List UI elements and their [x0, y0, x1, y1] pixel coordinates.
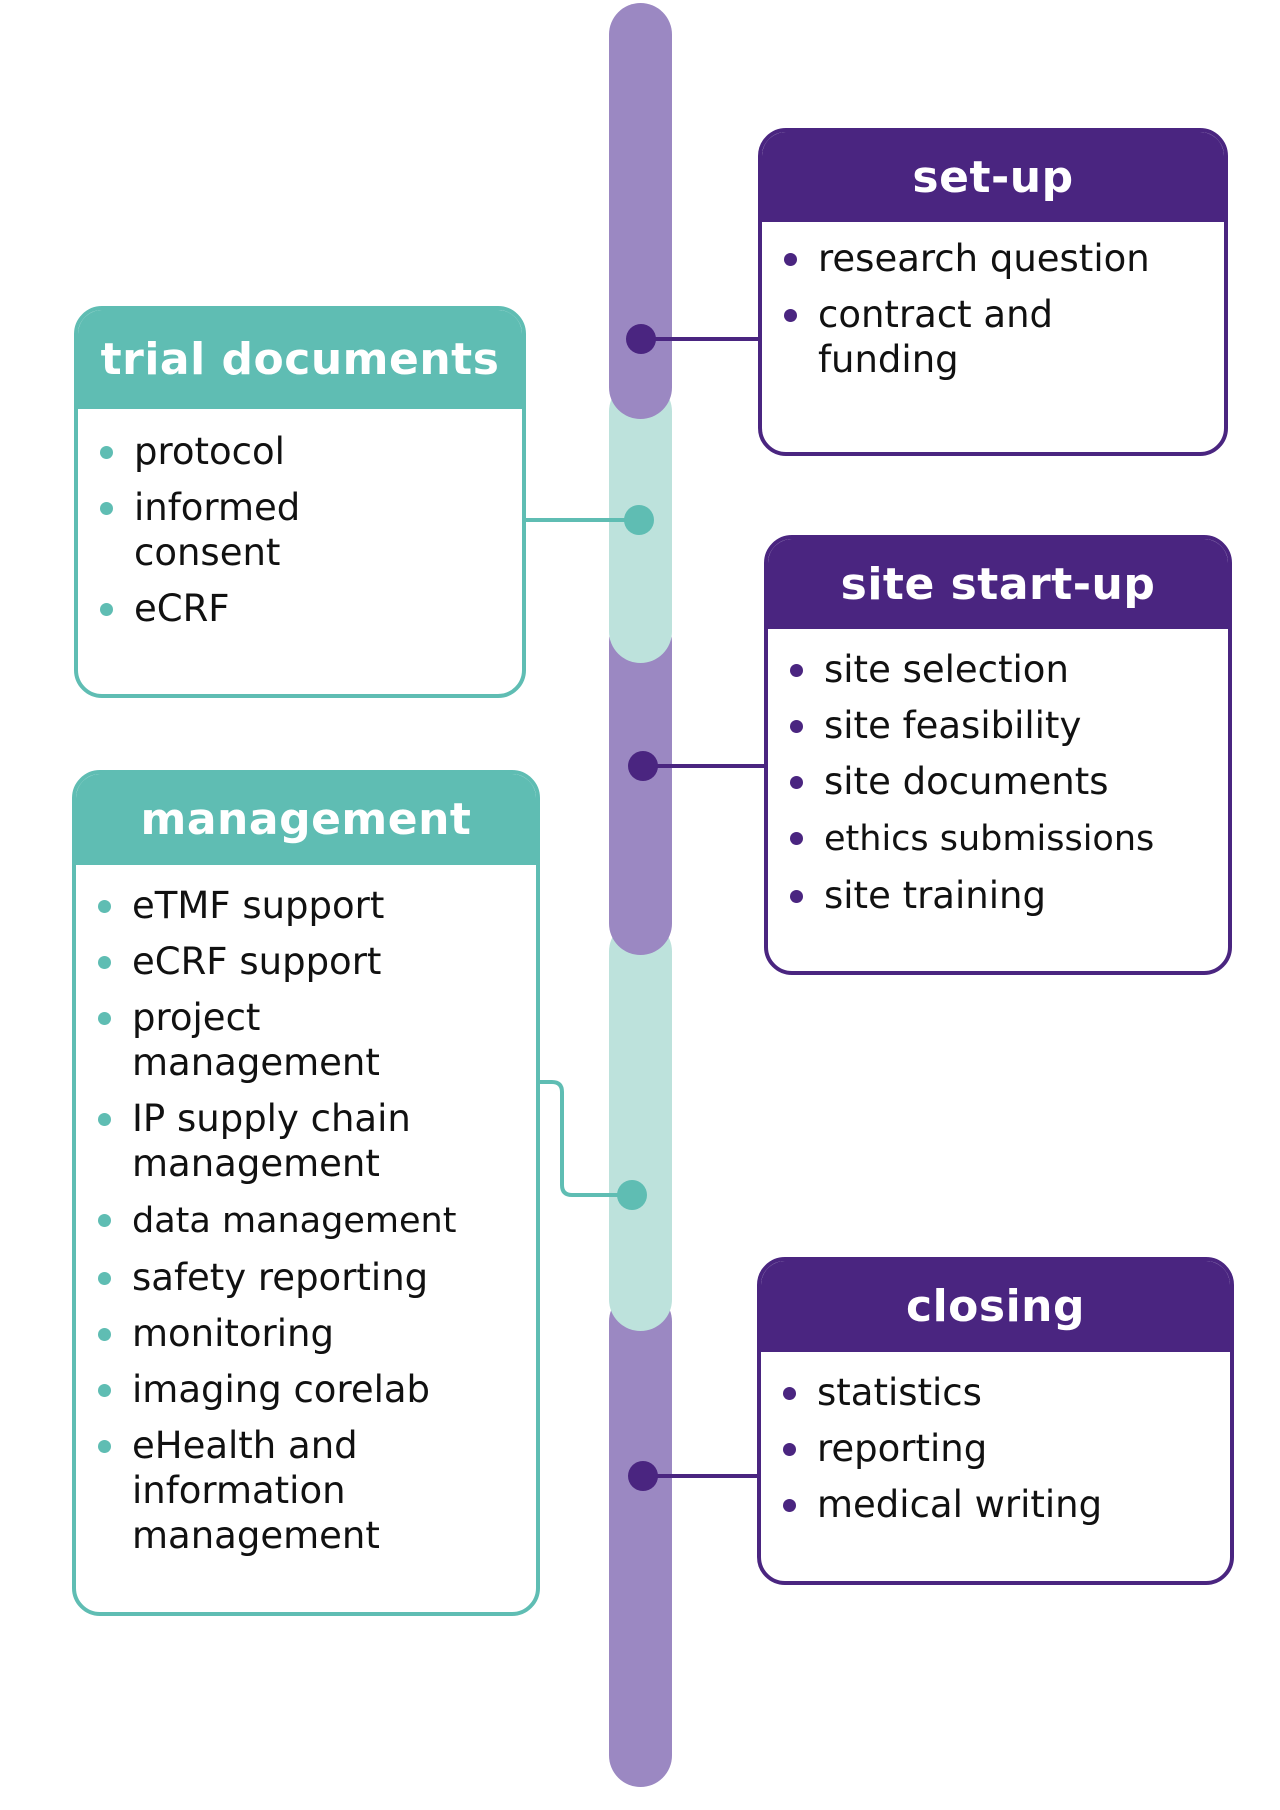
bullet-icon [98, 1440, 111, 1453]
list-item-text: safety reporting [132, 1256, 429, 1299]
bullet-icon [100, 446, 113, 459]
bullet-icon [790, 664, 803, 677]
bullet-icon [790, 832, 803, 845]
timeline-node-trial-documents [624, 505, 654, 535]
bullet-icon [98, 956, 111, 969]
bullet-icon [100, 603, 113, 616]
card-site-startup-title: site start-up [768, 539, 1228, 629]
card-trial-documents: trial documents protocol informed consen… [74, 306, 526, 698]
list-item-text: site feasibility [824, 704, 1082, 747]
list-item-text: reporting [817, 1427, 988, 1470]
bullet-icon [783, 1387, 796, 1400]
list-item: contract and funding [762, 292, 1224, 382]
list-item-text: ethics submissions [824, 819, 1155, 859]
connector-site-startup [643, 764, 767, 768]
connector-closing [643, 1474, 761, 1478]
list-item: reporting [761, 1426, 1230, 1471]
bullet-icon [98, 1272, 111, 1285]
list-item: imaging corelab [76, 1367, 536, 1412]
connector-management [536, 1080, 630, 1197]
list-item-text: informed consent [134, 486, 301, 574]
list-item: site documents [768, 759, 1228, 804]
list-item-text: site training [824, 874, 1046, 917]
bullet-icon [98, 1113, 111, 1126]
list-item-text: eHealth and information management [132, 1424, 380, 1557]
list-item: statistics [761, 1370, 1230, 1415]
card-site-startup-list: site selection site feasibility site doc… [768, 629, 1228, 918]
card-site-startup: site start-up site selection site feasib… [764, 535, 1232, 975]
bullet-icon [98, 1328, 111, 1341]
card-management-title: management [76, 774, 536, 865]
list-item-text: statistics [817, 1371, 982, 1414]
list-item-text: research question [818, 237, 1150, 280]
card-trial-documents-list: protocol informed consent eCRF [78, 409, 522, 631]
timeline-node-management [617, 1180, 647, 1210]
list-item-text: site documents [824, 760, 1109, 803]
list-item-text: data management [132, 1201, 457, 1241]
list-item-text: project management [132, 996, 380, 1084]
timeline-segment-management [609, 920, 672, 1331]
list-item: eTMF support [76, 883, 536, 928]
list-item-text: eCRF support [132, 940, 382, 983]
bullet-icon [98, 900, 111, 913]
card-closing-title: closing [761, 1261, 1230, 1352]
card-trial-documents-title: trial documents [78, 310, 522, 409]
connector-management-path [536, 1080, 630, 1197]
list-item: site training [768, 873, 1228, 918]
card-closing-list: statistics reporting medical writing [761, 1352, 1230, 1527]
list-item-text: imaging corelab [132, 1368, 431, 1411]
bullet-icon [790, 776, 803, 789]
list-item: informed consent [78, 485, 522, 575]
timeline-node-setup [626, 324, 656, 354]
bullet-icon [784, 309, 797, 322]
list-item-text: contract and funding [818, 293, 1054, 381]
list-item-text: site selection [824, 648, 1069, 691]
list-item: eCRF [78, 586, 522, 631]
bullet-icon [100, 502, 113, 515]
list-item-text: medical writing [817, 1483, 1103, 1526]
list-item: IP supply chain management [76, 1096, 536, 1186]
card-setup-title: set-up [762, 132, 1224, 222]
list-item: research question [762, 236, 1224, 281]
list-item: safety reporting [76, 1255, 536, 1300]
bullet-icon [98, 1214, 111, 1227]
list-item: medical writing [761, 1482, 1230, 1527]
card-management: management eTMF support eCRF support pro… [72, 770, 540, 1616]
list-item-text: monitoring [132, 1312, 334, 1355]
bullet-icon [784, 253, 797, 266]
bullet-icon [790, 720, 803, 733]
timeline-segment-site-startup [609, 610, 672, 955]
bullet-icon [98, 1012, 111, 1025]
list-item: project management [76, 995, 536, 1085]
bullet-icon [790, 890, 803, 903]
list-item: site selection [768, 647, 1228, 692]
timeline-segment-setup [609, 3, 672, 419]
connector-setup [641, 337, 761, 341]
list-item: data management [76, 1197, 536, 1244]
list-item-text: protocol [134, 430, 285, 473]
card-closing: closing statistics reporting medical wri… [757, 1257, 1234, 1585]
list-item-text: IP supply chain management [132, 1097, 411, 1185]
timeline-node-site-startup [628, 751, 658, 781]
bullet-icon [783, 1499, 796, 1512]
list-item-text: eCRF [134, 587, 230, 630]
list-item: ethics submissions [768, 815, 1228, 862]
list-item-text: eTMF support [132, 884, 385, 927]
list-item: protocol [78, 429, 522, 474]
card-setup: set-up research question contract and fu… [758, 128, 1228, 456]
list-item: eCRF support [76, 939, 536, 984]
list-item: site feasibility [768, 703, 1228, 748]
timeline-node-closing [628, 1461, 658, 1491]
bullet-icon [98, 1384, 111, 1397]
timeline-segment-closing [609, 1290, 672, 1787]
list-item: monitoring [76, 1311, 536, 1356]
card-setup-list: research question contract and funding [762, 222, 1224, 382]
list-item: eHealth and information management [76, 1423, 536, 1558]
card-management-list: eTMF support eCRF support project manage… [76, 865, 536, 1558]
bullet-icon [783, 1443, 796, 1456]
connector-trial-documents [524, 518, 640, 522]
